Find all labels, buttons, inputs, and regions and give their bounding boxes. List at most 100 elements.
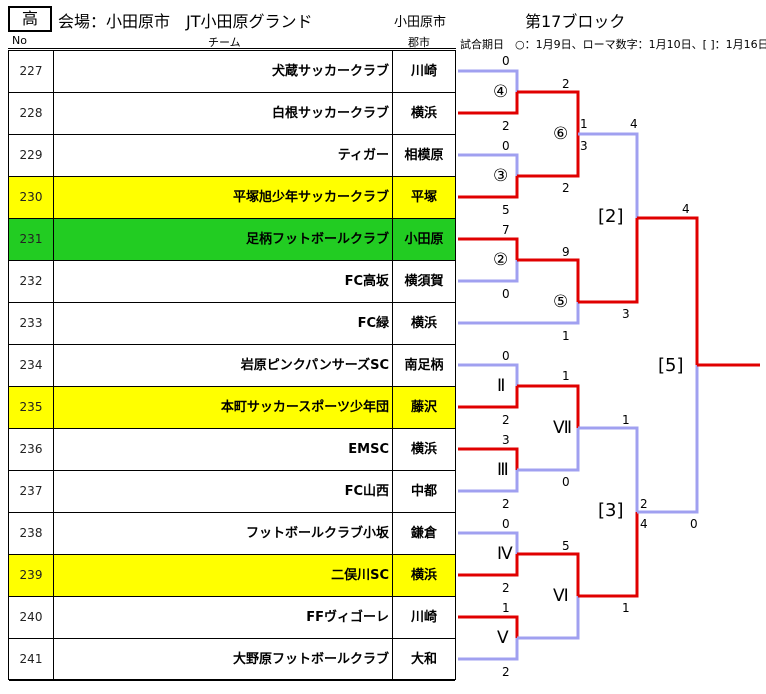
team-name: 本町サッカースポーツ少年団 (220, 400, 389, 415)
bracket-line (517, 134, 580, 178)
team-number: 238 (9, 513, 54, 554)
match-marker: ⑥ (553, 124, 569, 144)
bracket-line (458, 69, 519, 92)
score-label: 0 (690, 517, 698, 531)
team-city: 川崎 (392, 597, 455, 638)
score-label: 5 (562, 539, 570, 553)
team-name: ティガー (337, 148, 389, 163)
col-team: チーム (208, 36, 241, 49)
team-number: 232 (9, 261, 54, 302)
bracket-line (458, 302, 580, 325)
score-label: 2 (502, 581, 510, 595)
score-label: 1 (562, 369, 570, 383)
match-marker: ③ (493, 166, 509, 186)
team-number: 233 (9, 303, 54, 344)
match-marker: Ⅴ (497, 628, 509, 648)
table-row: 232 FC高坂横須賀 (9, 261, 455, 303)
team-city: 小田原 (392, 219, 455, 260)
score-label: 3 (622, 307, 630, 321)
bracket-line (517, 552, 580, 596)
team-number: 241 (9, 639, 54, 680)
team-number: 229 (9, 135, 54, 176)
team-name: FC高坂 (344, 274, 389, 289)
block-title: 第17ブロック (525, 12, 626, 31)
team-number: 237 (9, 471, 54, 512)
match-marker: Ⅶ (553, 418, 573, 438)
score-label: 1 (502, 601, 510, 615)
bracket-line (458, 470, 519, 493)
team-number: 227 (9, 51, 54, 92)
round-marker: [2] (598, 206, 624, 227)
score-label: 0 (502, 517, 510, 531)
col-no: No (12, 34, 27, 47)
match-marker: ⑤ (553, 292, 569, 312)
bracket-line (578, 512, 639, 598)
score-label: 2 (562, 181, 570, 195)
table-row: 240 FFヴィゴーレ川崎 (9, 597, 455, 639)
team-name: FFヴィゴーレ (306, 610, 389, 625)
score-label: 1 (562, 329, 570, 343)
team-name: 犬蔵サッカークラブ (271, 64, 389, 79)
score-label: 4 (682, 202, 690, 216)
team-name: FC緑 (357, 316, 389, 331)
team-number: 240 (9, 597, 54, 638)
match-marker: ② (493, 250, 509, 270)
score-label: 3 (580, 139, 588, 153)
score-label: 0 (502, 287, 510, 301)
team-name: FC山西 (344, 484, 389, 499)
score-label: 2 (502, 413, 510, 427)
score-label: 9 (562, 245, 570, 259)
bracket-line (458, 531, 519, 554)
bracket-line (458, 153, 519, 176)
bracket-line (458, 237, 519, 260)
team-name: 二俣川SC (331, 568, 389, 583)
team-city: 横須賀 (392, 261, 455, 302)
match-marker: Ⅲ (497, 460, 509, 480)
team-city: 南足柄 (392, 345, 455, 386)
venue-city: 小田原市 (394, 15, 447, 30)
round-marker: [3] (598, 500, 624, 521)
score-label: 2 (502, 665, 510, 679)
score-label: 0 (502, 139, 510, 153)
score-label: 0 (562, 475, 570, 489)
bracket-line (637, 365, 699, 514)
team-name: 岩原ピンクパンサーズSC (240, 358, 389, 373)
team-city: 藤沢 (392, 387, 455, 428)
team-city: 大和 (392, 639, 455, 680)
bracket-line (458, 92, 519, 115)
bracket-line (637, 216, 699, 365)
bracket-line (458, 260, 519, 283)
score-label: 2 (502, 119, 510, 133)
score-label: 1 (622, 413, 630, 427)
bracket-line (458, 386, 519, 409)
score-label: 4 (640, 517, 648, 531)
team-name: フットボールクラブ小坂 (245, 526, 389, 541)
match-marker: Ⅳ (497, 544, 513, 564)
score-label: 2 (502, 497, 510, 511)
bracket-line (578, 218, 639, 304)
team-number: 234 (9, 345, 54, 386)
match-marker: Ⅱ (497, 376, 506, 396)
team-number: 230 (9, 177, 54, 218)
team-name: 平塚旭少年サッカークラブ (232, 190, 389, 205)
team-city: 中都 (392, 471, 455, 512)
score-label: 5 (502, 203, 510, 217)
team-name: 大野原フットボールクラブ (232, 652, 389, 667)
bracket-line (578, 132, 639, 218)
team-number: 239 (9, 555, 54, 596)
team-number: 235 (9, 387, 54, 428)
score-label: 4 (630, 117, 638, 131)
col-city: 郡市 (408, 36, 430, 49)
bracket-line (458, 176, 519, 199)
